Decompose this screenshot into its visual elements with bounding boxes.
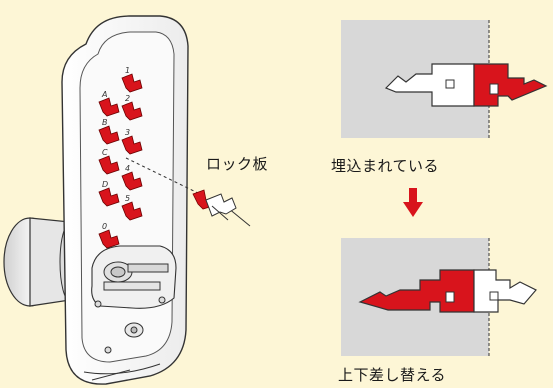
pin-digit-label: A — [101, 90, 107, 99]
pin-digit-label: 5 — [125, 194, 130, 203]
pin-button-A: A — [98, 90, 120, 117]
extraction-guide-line — [125, 157, 201, 195]
plate-hole-swapped — [489, 291, 499, 301]
pin-buttons: 1A 2B 3C 4D 5 0 — [98, 66, 143, 249]
pin-button-D: D — [98, 180, 120, 207]
mechanism — [83, 245, 177, 381]
pin-button-4: 4 — [121, 164, 143, 191]
pin-button-shape — [98, 97, 120, 117]
lock-plate-white-part-swapped — [473, 269, 537, 313]
label-swap: 上下差し替える — [338, 366, 447, 384]
pin-button-shape — [121, 171, 143, 191]
panel-embedded — [341, 20, 548, 140]
plate-hole-swapped-red — [445, 291, 455, 303]
lock-plate-white-part — [384, 63, 475, 107]
pin-digit-label: 3 — [125, 128, 130, 137]
plate-hole — [445, 79, 455, 89]
pin-button-shape — [121, 135, 143, 155]
down-arrow-icon — [403, 188, 423, 217]
pin-button-5: 5 — [121, 194, 143, 221]
pin-button-C: C — [98, 148, 120, 175]
pin-digit-label: 4 — [125, 164, 130, 173]
pin-button-0: 0 — [98, 222, 120, 249]
pin-button-B: B — [98, 118, 120, 145]
pin-button-3: 3 — [121, 128, 143, 155]
pin-digit-label: 2 — [125, 94, 130, 103]
extracted-lock-plate — [192, 189, 237, 221]
pin-digit-label: 1 — [125, 66, 130, 75]
pin-button-1: 1 — [121, 66, 143, 93]
pin-digit-label: 0 — [102, 222, 107, 231]
pin-digit-label: B — [102, 118, 108, 127]
lock-illustration: 1A 2B 3C 4D 5 0 — [3, 15, 251, 385]
pin-button-shape — [121, 101, 143, 121]
pin-button-shape — [121, 201, 143, 221]
pin-button-shape — [98, 187, 120, 207]
pin-button-shape — [98, 229, 120, 249]
pin-button-shape — [121, 73, 143, 93]
pin-digit-label: C — [102, 148, 108, 157]
pin-button-shape — [98, 155, 120, 175]
label-embedded: 埋込まれている — [331, 157, 440, 175]
plate-hole-red — [489, 83, 499, 95]
pin-digit-label: D — [102, 180, 108, 189]
pin-button-shape — [98, 125, 120, 145]
lock-plate-red-part — [473, 63, 548, 107]
pin-button-2: 2 — [121, 94, 143, 121]
panel-swapped — [341, 238, 537, 358]
label-lock-plate: ロック板 — [206, 155, 269, 173]
